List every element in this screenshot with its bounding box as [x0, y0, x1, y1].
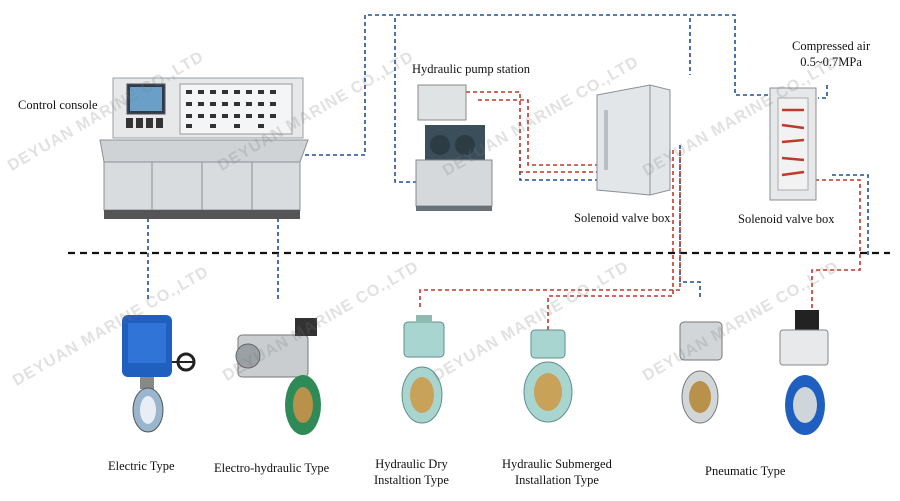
- control-console: [99, 77, 309, 219]
- label-compressed-air: Compressed air 0.5~0.7MPa: [792, 38, 870, 70]
- electro-hydraulic-valve: [235, 318, 321, 435]
- hydraulic-pump-station: [415, 84, 493, 211]
- label-hydraulic-submerged-line2: Installation Type: [514, 473, 599, 487]
- label-control-console: Control console: [18, 98, 98, 112]
- label-hydraulic-submerged: Hydraulic Submerged Installation Type: [502, 456, 612, 488]
- pneumatic-valve-1: [679, 321, 723, 424]
- label-solenoid-box-1: Solenoid valve box: [574, 211, 671, 225]
- hydraulic-submerged-valve: [523, 329, 573, 423]
- solenoid-box-2: [769, 87, 817, 201]
- solenoid-box-1: [596, 84, 671, 196]
- label-hydraulic-submerged-line1: Hydraulic Submerged: [502, 457, 612, 471]
- label-solenoid-box-2: Solenoid valve box: [738, 212, 835, 226]
- label-hydraulic-dry-line2: Instaltion Type: [374, 473, 449, 487]
- label-pneumatic-type: Pneumatic Type: [705, 464, 786, 478]
- electric-valve: [122, 315, 196, 433]
- label-hydraulic-dry: Hydraulic Dry Instaltion Type: [374, 456, 449, 488]
- hydraulic-dry-valve: [401, 315, 445, 424]
- label-compressed-air-line1: Compressed air: [792, 39, 871, 53]
- label-electric-type: Electric Type: [108, 459, 175, 473]
- label-hydraulic-pump-station: Hydraulic pump station: [412, 62, 531, 76]
- label-compressed-air-line2: 0.5~0.7MPa: [800, 55, 862, 69]
- label-hydraulic-dry-line1: Hydraulic Dry: [375, 457, 448, 471]
- label-electro-hydraulic-type: Electro-hydraulic Type: [214, 461, 330, 475]
- hydraulic-lines: [419, 91, 861, 330]
- pneumatic-valve-2: [779, 310, 829, 435]
